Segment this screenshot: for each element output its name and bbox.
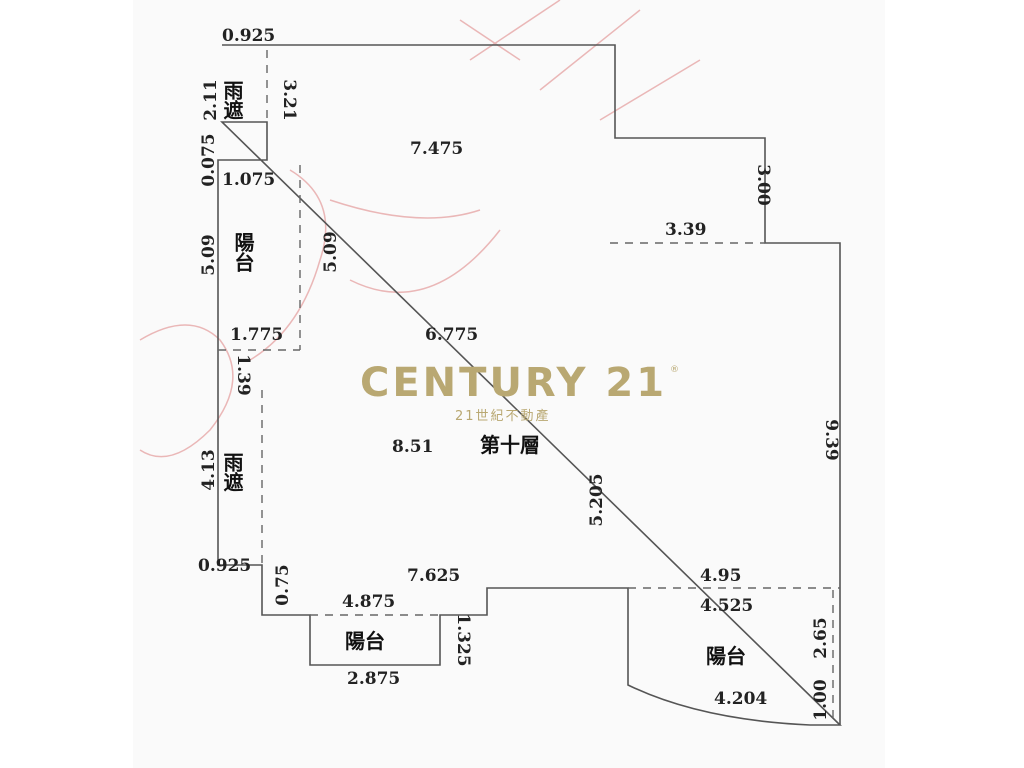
dimension-label: 2.11 xyxy=(201,79,221,120)
room-label: 陽台 xyxy=(706,644,746,668)
room-label: 第十層 xyxy=(480,433,540,457)
room-label: 雨遮 xyxy=(220,80,244,120)
dimension-label: 7.475 xyxy=(410,139,463,159)
dimension-label: 2.65 xyxy=(811,617,831,658)
dimension-label: 4.95 xyxy=(700,566,741,586)
dimension-label: 21世紀不動產 xyxy=(455,408,551,424)
balcony-left-line xyxy=(218,165,301,351)
dimension-labels: 0.925 7.475 1.075 3.39 1.775 6.775 0.925… xyxy=(198,26,767,709)
dimension-label: 1.075 xyxy=(222,170,275,190)
dimension-label: 5.205 xyxy=(587,473,607,526)
dimension-label: 3.39 xyxy=(665,220,706,240)
dimension-label: 4.13 xyxy=(199,449,219,490)
plan-background xyxy=(133,0,885,768)
dimension-label: 8.51 xyxy=(392,437,433,457)
dimension-label: 0.925 xyxy=(198,556,251,576)
dimension-label: 1.39 xyxy=(233,354,253,395)
dimension-label: 4.204 xyxy=(714,689,767,709)
room-label: 雨遮 xyxy=(220,452,244,492)
dimension-label: 4.875 xyxy=(342,592,395,612)
dimension-label: 0.75 xyxy=(273,564,293,605)
dimension-label: 4.525 xyxy=(700,596,753,616)
dimension-label: 6.775 xyxy=(425,325,478,345)
watermark xyxy=(139,0,701,458)
dimension-label: 0.925 xyxy=(222,26,275,46)
dimension-label: 2.875 xyxy=(347,669,400,689)
dimension-label: 1.00 xyxy=(811,679,831,721)
dimension-label: ® xyxy=(670,365,679,375)
dimension-label: 0.075 xyxy=(199,133,219,186)
dimension-label: 9.39 xyxy=(821,419,841,460)
dimension-label: 3.00 xyxy=(753,164,773,206)
dimension-label: 5.09 xyxy=(321,231,341,272)
dimension-label: 3.21 xyxy=(279,79,299,120)
dimension-label: 1.775 xyxy=(230,325,283,345)
dimension-label: CENTURY 21 xyxy=(360,360,667,406)
room-label: 陽台 xyxy=(345,629,385,653)
vertical-dimension-labels: 2.11 3.21 0.075 3.00 5.09 5.09 1.39 9.39… xyxy=(199,79,841,720)
dimension-label: 5.09 xyxy=(199,234,219,275)
outer-wall xyxy=(217,44,842,726)
dimension-label: 7.625 xyxy=(407,566,460,586)
room-label: 陽台 xyxy=(231,232,255,272)
dimension-label: 1.325 xyxy=(453,613,473,666)
century21-logo: CENTURY 21 ® 21世紀不動產 xyxy=(360,360,679,424)
